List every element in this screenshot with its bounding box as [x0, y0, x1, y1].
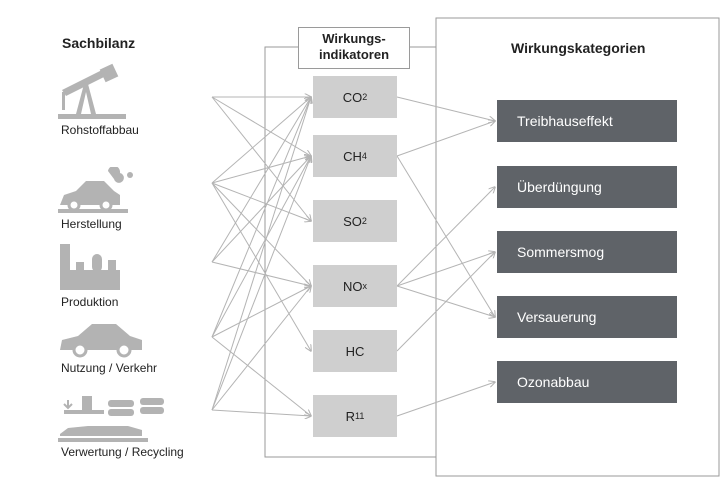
arrow-source-2-to-indicator-0 [211, 97, 311, 263]
arrow-source-1-to-indicator-1 [211, 156, 311, 184]
indicator-ch4-sub: 4 [361, 151, 367, 161]
sachbilanz-heading: Sachbilanz [62, 35, 136, 51]
indicator-hc-base: HC [345, 343, 365, 359]
arrow-source-1-to-indicator-3 [211, 182, 311, 286]
indicator-co2-base: CO [342, 89, 363, 105]
category-ueberduengung: Überdüngung [497, 166, 677, 208]
car-manufacturing-icon [58, 167, 133, 213]
source-label-rohstoffabbau: Rohstoffabbau [61, 123, 139, 137]
indicator-r11-base: R [345, 408, 356, 424]
indicator-title-line1: Wirkungs- [322, 31, 386, 46]
category-treibhauseffekt: Treibhauseffekt [497, 100, 677, 142]
indicator-nox-sub: x [362, 281, 368, 291]
arrow-source-4-to-indicator-0 [211, 97, 311, 411]
arrow-source-4-to-indicator-5 [211, 409, 311, 416]
arrow-source-2-to-indicator-1 [211, 156, 311, 263]
indicator-panel-title: Wirkungs- indikatoren [298, 27, 410, 69]
category-panel-heading: Wirkungskategorien [511, 40, 646, 56]
source-label-herstellung: Herstellung [61, 217, 122, 231]
arrow-source-1-to-indicator-0 [211, 97, 311, 184]
indicator-ch4-base: CH [343, 148, 362, 164]
arrow-source-4-to-indicator-3 [211, 286, 311, 411]
arrow-source-2-to-indicator-3 [211, 261, 311, 286]
arrow-source-3-to-indicator-0 [211, 97, 311, 338]
indicator-hc: HC [313, 330, 397, 372]
indicator-title-line2: indikatoren [318, 47, 390, 62]
category-ozonabbau: Ozonabbau [497, 361, 677, 403]
arrow-source-0-to-indicator-2 [211, 96, 311, 221]
arrow-source-0-to-indicator-1 [211, 96, 311, 156]
indicator-nox-base: NO [343, 278, 363, 294]
arrow-indicator-0-to-category-0 [396, 96, 495, 121]
category-sommersmog: Sommersmog [497, 231, 677, 273]
source-label-produktion: Produktion [61, 295, 119, 309]
arrow-indicator-3-to-category-2 [396, 252, 495, 287]
oil-pump-icon [58, 63, 126, 119]
arrow-source-1-to-indicator-4 [211, 182, 311, 351]
arrow-indicator-5-to-category-4 [396, 382, 495, 417]
car-icon [60, 324, 142, 358]
source-label-nutzung-verkehr: Nutzung / Verkehr [61, 361, 158, 375]
source-label-verwertung-recycling: Verwertung / Recycling [61, 445, 184, 459]
indicator-co2-sub: 2 [362, 92, 368, 102]
arrow-source-1-to-indicator-2 [211, 182, 311, 221]
arrow-source-3-to-indicator-3 [211, 286, 311, 338]
arrow-source-4-to-indicator-1 [211, 156, 311, 411]
category-versauerung: Versauerung [497, 296, 677, 338]
arrow-indicator-1-to-category-0 [396, 121, 495, 157]
indicator-so2-base: SO [343, 213, 362, 229]
arrow-indicator-4-to-category-2 [396, 252, 495, 352]
factory-icon [60, 244, 120, 290]
indicator-r11-sub: 11 [355, 411, 365, 421]
indicator-so2-sub: 2 [361, 216, 367, 226]
arrow-source-3-to-indicator-5 [211, 336, 311, 416]
recycling-press-icon [58, 396, 164, 442]
arrow-source-3-to-indicator-1 [211, 156, 311, 338]
arrow-indicator-3-to-category-1 [396, 187, 495, 287]
